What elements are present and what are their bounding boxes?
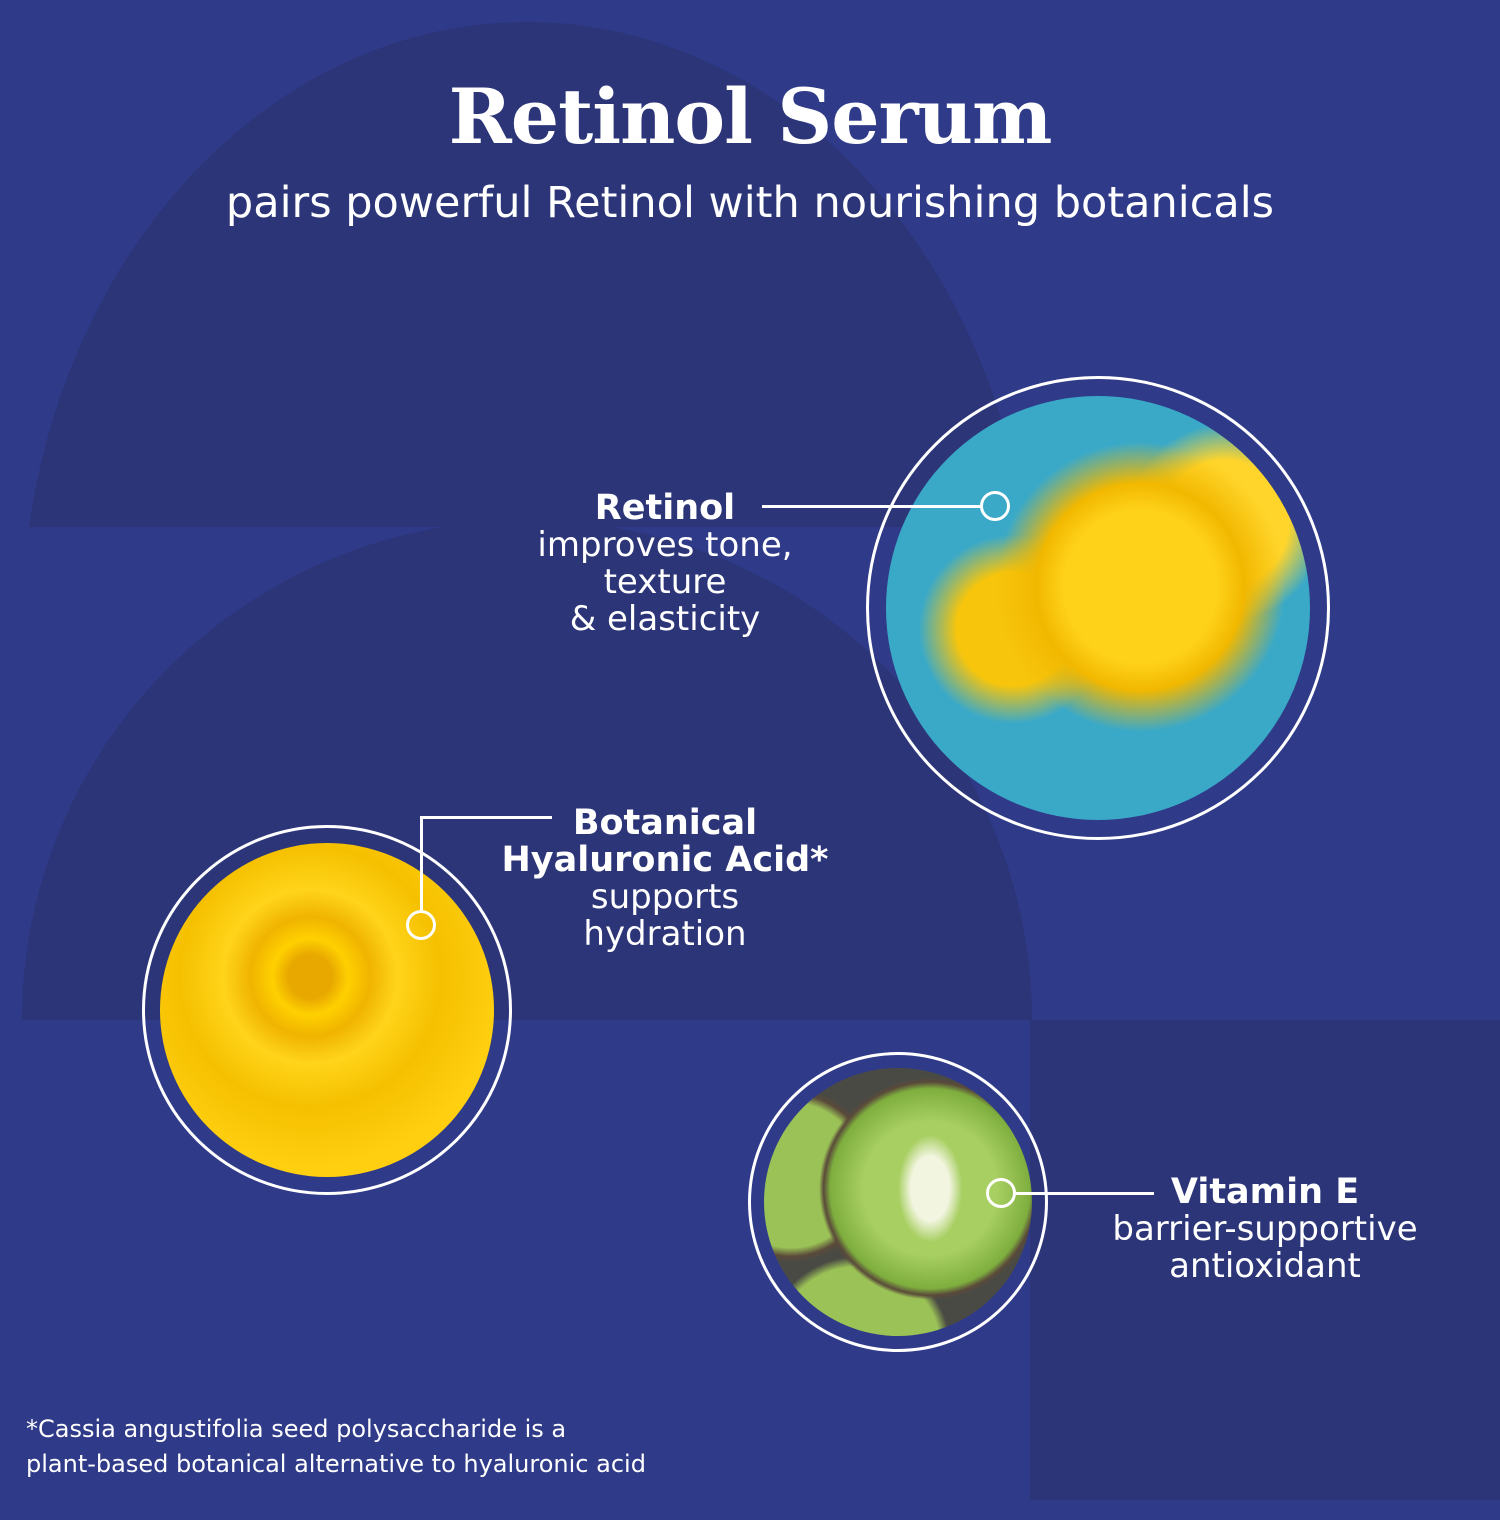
description-line: antioxidant (1169, 1246, 1361, 1286)
hyaluronic-image-ring (142, 825, 512, 1195)
description-line: hydration (583, 914, 747, 954)
hyaluronic-label: Botanical Hyaluronic Acid* supports hydr… (480, 805, 850, 953)
footnote-line: *Cassia angustifolia seed polysaccharide… (26, 1415, 567, 1443)
retinol-marker (980, 491, 1010, 521)
freesia-flower-image (886, 396, 1310, 820)
vitamin-e-label: Vitamin E barrier-supportive antioxidant (1075, 1174, 1455, 1285)
ingredient-name: Botanical (572, 803, 758, 843)
page-subtitle: pairs powerful Retinol with nourishing b… (225, 178, 1275, 228)
ingredient-name: Retinol (594, 488, 736, 528)
retinol-connector (762, 505, 980, 508)
kiwi-image (764, 1068, 1032, 1336)
description-line: supports (590, 877, 740, 917)
description-line: & elasticity (569, 599, 761, 639)
vitamin-e-connector (1016, 1192, 1154, 1195)
description-line: improves tone, (537, 525, 793, 565)
hyaluronic-marker (406, 910, 436, 940)
vitamin-e-marker (986, 1178, 1016, 1208)
rose-petals-image (160, 843, 494, 1177)
footnote-line: plant-based botanical alternative to hya… (26, 1450, 646, 1478)
vitamin-e-image-ring (748, 1052, 1048, 1352)
footnote: *Cassia angustifolia seed polysaccharide… (26, 1412, 646, 1482)
retinol-label: Retinol improves tone, texture & elastic… (500, 490, 830, 638)
page-title: Retinol Serum (448, 72, 1053, 161)
hyaluronic-connector (420, 816, 423, 910)
retinol-image-ring (866, 376, 1330, 840)
ingredient-name: Vitamin E (1170, 1172, 1360, 1212)
description-line: barrier-supportive (1112, 1209, 1418, 1249)
background-shape (1030, 1020, 1500, 1500)
hyaluronic-connector (420, 816, 552, 819)
ingredient-name: Hyaluronic Acid* (501, 840, 829, 880)
description-line: texture (603, 562, 727, 602)
